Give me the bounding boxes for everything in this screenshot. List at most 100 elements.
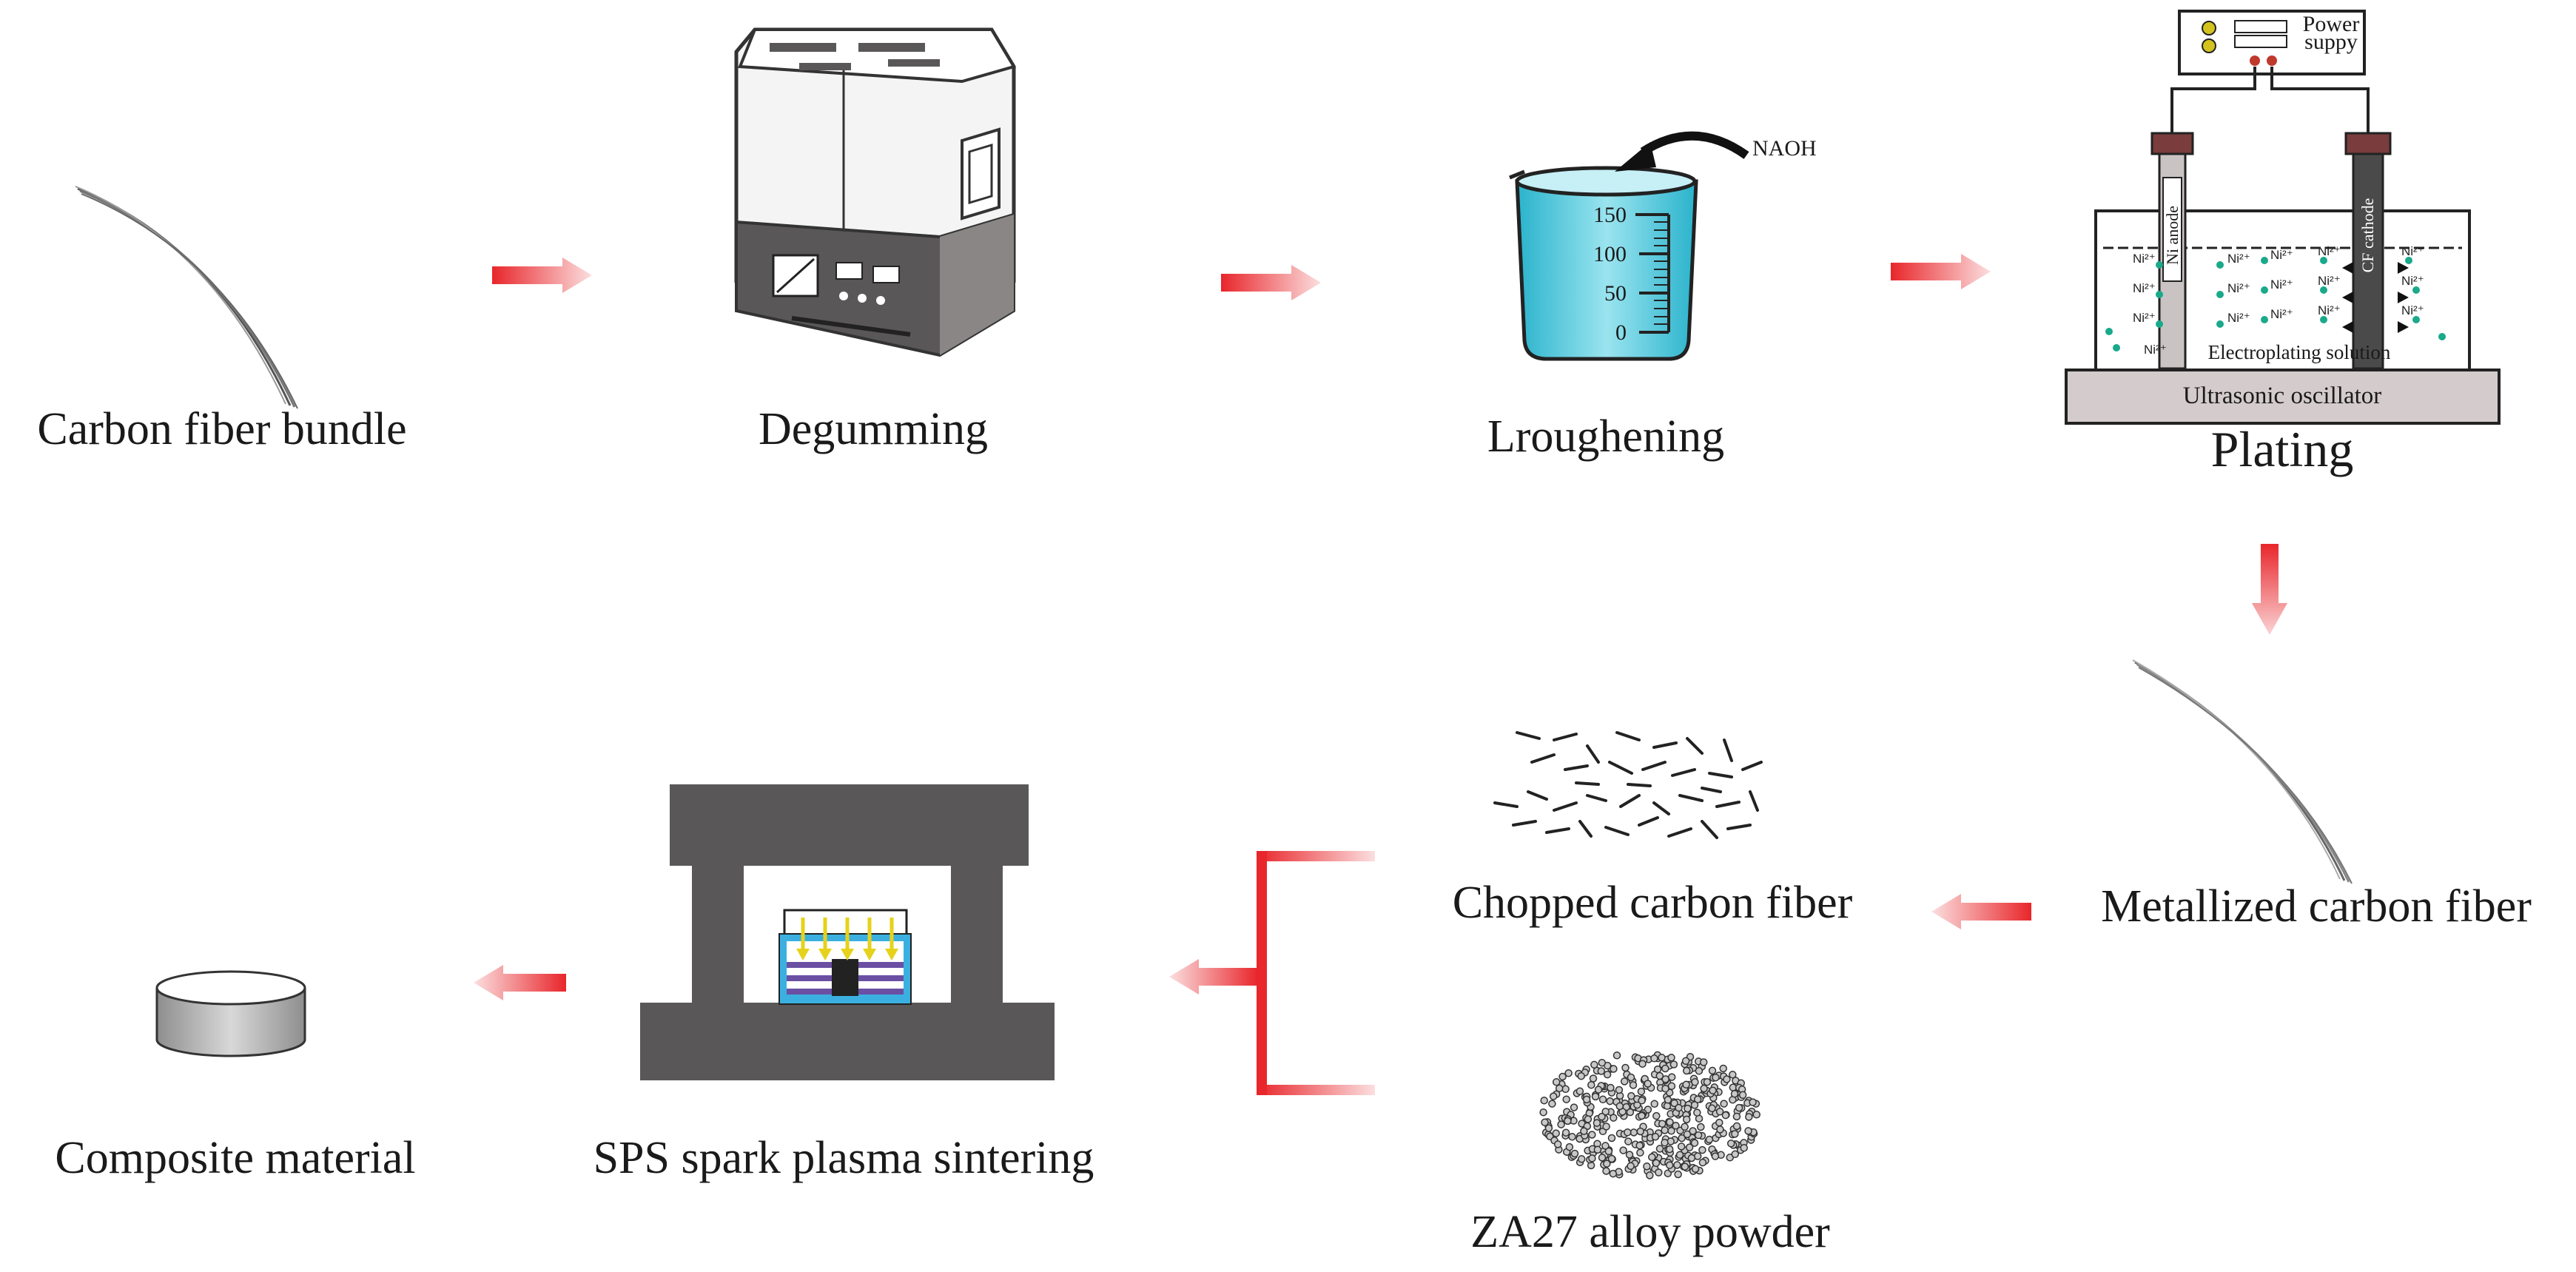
powder-particle	[1658, 1054, 1666, 1062]
power-supply-label-2: suppy	[2304, 30, 2358, 54]
powder-particle	[1590, 1060, 1598, 1069]
powder-particle	[1661, 1084, 1669, 1093]
powder-particle	[1745, 1113, 1753, 1121]
powder-particle	[1730, 1089, 1739, 1098]
powder-particle	[1673, 1161, 1681, 1169]
powder-particle	[1646, 1171, 1654, 1180]
chopped-label: Chopped carbon fiber	[1453, 878, 1853, 928]
powder-particle	[1708, 1104, 1716, 1113]
powder-particle	[1587, 1080, 1595, 1089]
ion-label: Ni²⁺	[2133, 252, 2156, 266]
powder-particle	[1548, 1100, 1556, 1108]
beaker-tick-150: 150	[1593, 203, 1627, 227]
ion-label: Ni²⁺	[2133, 281, 2156, 295]
wires	[2170, 67, 2370, 133]
ion-label: Ni²⁺	[2133, 311, 2156, 325]
powder-particle	[1726, 1140, 1735, 1148]
powder-particle	[1621, 1063, 1630, 1072]
roughening-label: Lroughening	[1487, 411, 1724, 462]
cf-cathode	[2344, 132, 2392, 370]
powder-particle	[1638, 1111, 1646, 1120]
flow-arrow-6	[1169, 959, 1258, 995]
powder-particle	[1695, 1067, 1704, 1075]
powder-particle	[1655, 1145, 1664, 1153]
powder-particle	[1598, 1154, 1607, 1162]
powder-particle	[1678, 1134, 1686, 1143]
powder-particle	[1593, 1145, 1602, 1154]
powder-particle	[1643, 1162, 1651, 1171]
degumming-label: Degumming	[759, 404, 988, 454]
powder-particle	[1719, 1064, 1727, 1073]
powder-particle	[1693, 1095, 1702, 1103]
powder-particle	[1593, 1119, 1601, 1127]
powder-particle	[1635, 1141, 1644, 1150]
powder-particle	[1682, 1066, 1691, 1075]
powder-particle	[1665, 1161, 1674, 1169]
powder-particle	[1598, 1058, 1607, 1067]
electroplating-tank	[2065, 209, 2501, 425]
powder-particle	[1561, 1128, 1570, 1137]
powder-particle	[1561, 1085, 1570, 1094]
powder-particle	[1687, 1154, 1696, 1162]
powder-particle	[1575, 1087, 1584, 1095]
powder-particle	[1685, 1143, 1694, 1151]
powder-particle	[1682, 1080, 1690, 1089]
ion-dots	[2105, 257, 2446, 351]
powder-particle	[1731, 1150, 1739, 1159]
powder-particle	[1594, 1086, 1603, 1094]
powder-particle	[1541, 1118, 1549, 1127]
powder-particle	[1610, 1065, 1618, 1073]
flow-arrow-5	[1931, 894, 2031, 929]
powder-particle	[1603, 1160, 1611, 1168]
power-supply-icon	[2178, 10, 2366, 75]
powder-particle	[1749, 1098, 1757, 1106]
carbon-fiber-bundle-label: Carbon fiber bundle	[37, 404, 406, 454]
powder-particle	[1544, 1124, 1553, 1132]
powder-particle	[1699, 1058, 1708, 1066]
powder-particle	[1661, 1126, 1669, 1134]
powder-particle	[1627, 1073, 1635, 1082]
powder-particle	[1648, 1153, 1656, 1162]
powder-particle	[1650, 1100, 1658, 1108]
merge-bracket	[1257, 851, 1375, 1095]
powder-particle	[1667, 1137, 1675, 1145]
beaker-icon	[1509, 131, 1749, 361]
powder-particle	[1588, 1131, 1596, 1139]
sps-machine-icon	[640, 784, 1055, 1080]
powder-particle	[1715, 1108, 1724, 1116]
powder-particle	[1570, 1149, 1579, 1158]
solution-label: Electroplating solution	[2208, 341, 2391, 363]
ion-label: Ni²⁺	[2401, 274, 2424, 288]
powder-particle	[1602, 1123, 1610, 1131]
powder-particle	[1630, 1128, 1638, 1137]
ion-arrows	[2342, 262, 2409, 333]
ion-label: Ni²⁺	[2227, 252, 2250, 266]
powder-particle	[1653, 1065, 1662, 1074]
powder-particle	[1672, 1122, 1680, 1130]
powder-particle	[1558, 1072, 1567, 1081]
powder-particle	[1564, 1069, 1573, 1077]
powder-particle	[1597, 1067, 1606, 1075]
powder-particle	[1655, 1168, 1663, 1177]
ion-label: Ni²⁺	[2318, 303, 2341, 317]
beaker-tick-0: 0	[1615, 320, 1627, 345]
powder-particle	[1650, 1054, 1658, 1063]
flow-arrow-2	[1221, 265, 1321, 300]
powder-particle	[1552, 1078, 1561, 1086]
powder-particle	[1738, 1091, 1747, 1100]
power-supply-label-1: Power	[2303, 12, 2360, 36]
ion-label: Ni²⁺	[2318, 244, 2341, 258]
powder-particle	[1684, 1104, 1692, 1113]
powder-particle	[1570, 1103, 1578, 1111]
powder-particle	[1665, 1145, 1674, 1154]
powder-particle	[1735, 1103, 1743, 1112]
beaker-tick-50: 50	[1604, 281, 1627, 306]
powder-particle	[1716, 1125, 1724, 1134]
powder-particle	[1552, 1129, 1560, 1137]
powder-particle	[1732, 1112, 1741, 1121]
powder-particle	[1603, 1070, 1612, 1079]
powder-particle	[1689, 1127, 1697, 1135]
powder-particle	[1625, 1151, 1634, 1159]
powder-particle	[1698, 1158, 1707, 1167]
